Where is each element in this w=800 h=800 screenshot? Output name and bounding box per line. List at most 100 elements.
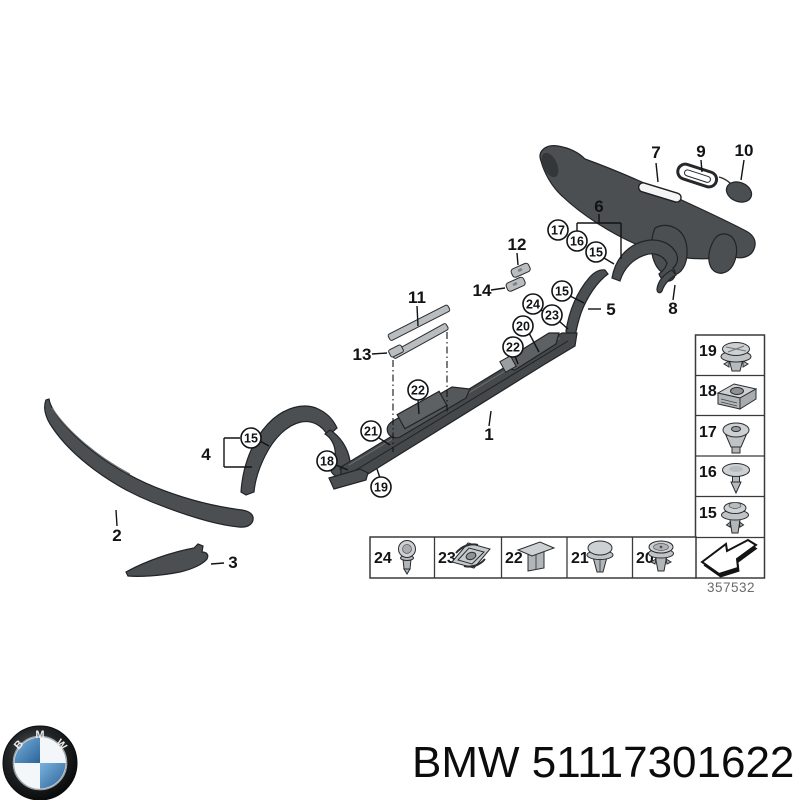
- right-row-label-19: 19: [699, 343, 717, 360]
- trim-strip-inner: [683, 169, 711, 183]
- part-label-10: 10: [735, 141, 754, 160]
- part-label-8: 8: [668, 299, 677, 318]
- bottom-cell-label-23: 23: [438, 550, 456, 567]
- spoiler-corner-part-3: [125, 543, 209, 577]
- bmw-logo-quadrant-tl: [14, 737, 40, 763]
- svg-text:15: 15: [589, 246, 603, 260]
- footer: B M W BMW 51117301622: [2, 725, 794, 800]
- bottom-cell-label-21: 21: [571, 550, 589, 567]
- push-clip-icon: [722, 422, 750, 454]
- svg-text:15: 15: [555, 285, 569, 299]
- svg-text:22: 22: [506, 341, 520, 355]
- part-label-7: 7: [651, 143, 660, 162]
- bottom-cell-label-22: 22: [505, 550, 523, 567]
- part-label-9: 9: [696, 142, 705, 161]
- clip-12-hole: [517, 268, 523, 272]
- part-label-4: 4: [201, 445, 211, 464]
- rear-bumper-body: [539, 145, 756, 260]
- tow-hook-cover-part-10: [718, 176, 753, 203]
- svg-text:15: 15: [244, 432, 258, 446]
- callout-21: 21: [360, 420, 382, 442]
- callout-16: 16: [566, 230, 588, 252]
- fastener-panel-bottom: 24 23 22 21 20: [369, 536, 697, 579]
- part-label-1: 1: [484, 425, 493, 444]
- expansion-plug-icon: [516, 541, 556, 572]
- part-label-12: 12: [508, 235, 527, 254]
- callout-18: 18: [316, 450, 338, 472]
- side-skirt-part-1: [328, 332, 578, 490]
- bmw-logo-quadrant-bl: [14, 763, 40, 789]
- arch-corner-part-8: [656, 269, 677, 294]
- trim-strip-part-9: [676, 162, 719, 189]
- svg-text:20: 20: [516, 320, 530, 334]
- bmw-logo: B M W: [2, 725, 78, 800]
- trim-strip-outline: [676, 162, 719, 189]
- clip-part-13: [388, 344, 404, 358]
- callout-20: 20: [512, 315, 534, 337]
- bottom-cell-label-24: 24: [374, 550, 392, 567]
- bmw-logo-quadrant-tr: [40, 737, 66, 763]
- washer-rivet-icon: [648, 540, 674, 572]
- part-label-2: 2: [112, 526, 121, 545]
- svg-text:16: 16: [570, 235, 584, 249]
- front-spoiler-part-2: [44, 398, 254, 528]
- rear-bumper-exhaust-slot: [637, 182, 682, 203]
- skirt-pad-rear-foot: [499, 355, 517, 373]
- arch-corner-band: [656, 269, 677, 294]
- callout-15-front-arch: 15: [240, 427, 262, 449]
- right-row-label-18: 18: [699, 383, 717, 400]
- bmw-logo-letter-m: M: [35, 729, 44, 741]
- circled-callouts: 15 18 19 21 22 22 20 24: [240, 219, 607, 498]
- cage-nut-clip-icon: [451, 542, 491, 569]
- footer-part-number: BMW 51117301622: [412, 738, 794, 787]
- right-row-label-17: 17: [699, 424, 717, 441]
- clip-14-hole: [512, 282, 518, 286]
- right-row-label-16: 16: [699, 464, 717, 481]
- rear-arch-upper-crescent: [611, 239, 679, 282]
- alignment-dash-lines: [392, 332, 448, 452]
- callout-23: 23: [541, 304, 563, 326]
- part-number-labels: 1 2 3 4 5 6 7 8 9 10 11 12 13 14: [112, 141, 753, 572]
- leader-lines: [115, 159, 745, 565]
- part-label-14: 14: [473, 281, 492, 300]
- svg-text:18: 18: [320, 455, 334, 469]
- svg-text:24: 24: [526, 298, 540, 312]
- cage-nut-icon: [716, 383, 758, 410]
- bracket-4: [223, 437, 252, 468]
- direction-arrow-icon: [700, 538, 758, 578]
- callout-22-rear: 22: [502, 336, 524, 358]
- spoiler-corner-blade: [125, 543, 209, 577]
- flange-rivet-screw-icon: [720, 342, 752, 372]
- tow-hook-cover: [725, 181, 753, 203]
- clip-part-12: [510, 262, 531, 278]
- callout-15-group6: 15: [585, 241, 607, 263]
- expanding-grommet-icon: [721, 502, 749, 534]
- part-label-5: 5: [606, 300, 615, 319]
- callout-22-front: 22: [407, 379, 429, 401]
- callout-15-rear-arch: 15: [551, 280, 573, 302]
- front-spoiler-blade: [44, 398, 254, 528]
- svg-text:17: 17: [551, 224, 565, 238]
- right-panel-gridlines: [695, 374, 765, 539]
- bottom-panel-gridlines: [433, 537, 634, 578]
- part-label-6: 6: [594, 197, 603, 216]
- skirt-crease-dark: [355, 340, 569, 471]
- tow-hook-wire: [718, 176, 732, 185]
- callout-19: 19: [370, 476, 392, 498]
- bmw-logo-silver-ring: [13, 736, 67, 790]
- clip-part-14: [505, 276, 526, 292]
- callout-17: 17: [547, 219, 569, 241]
- right-row-label-15: 15: [699, 505, 717, 522]
- rear-bumper-end-shade: [541, 152, 559, 178]
- rear-bumper-tab-right: [708, 233, 738, 274]
- front-spoiler-highlight: [51, 407, 131, 475]
- pan-head-screw-icon: [398, 540, 416, 575]
- spreader-clip-icon: [722, 463, 750, 495]
- clip-13-body: [388, 344, 404, 358]
- svg-text:19: 19: [374, 481, 388, 495]
- svg-text:21: 21: [364, 425, 378, 439]
- bmw-logo-quadrant-br: [40, 763, 66, 789]
- rear-arch-lower-band: [565, 269, 609, 340]
